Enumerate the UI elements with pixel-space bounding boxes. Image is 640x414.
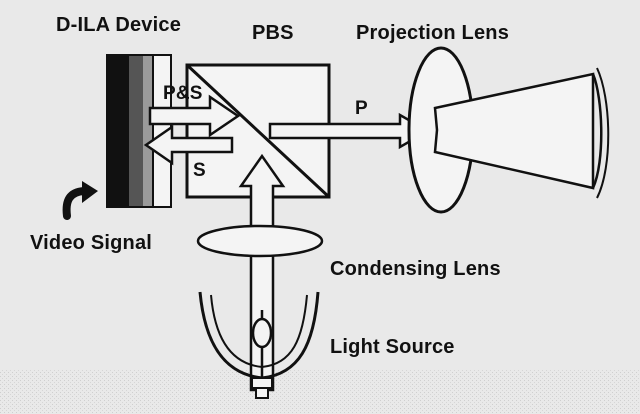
lamp-icon	[251, 310, 273, 399]
condensing-lens	[196, 224, 324, 258]
d-ila-device	[106, 54, 172, 208]
light-source-label: Light Source	[330, 336, 455, 358]
condensing-lens-label: Condensing Lens	[330, 258, 501, 280]
s-label: S	[193, 160, 206, 181]
p-label: P	[355, 98, 368, 119]
s-arrow	[143, 124, 234, 166]
ps-arrow	[148, 94, 241, 138]
ps-label: P&S	[163, 83, 203, 104]
projection-lens-label: Projection Lens	[356, 22, 510, 44]
video-signal-arrow-icon	[62, 181, 98, 220]
pbs-label: PBS	[252, 22, 294, 44]
light-arrow	[238, 153, 286, 392]
video-signal-label: Video Signal	[30, 232, 153, 254]
projected-beam	[433, 67, 610, 199]
device-label: D-ILA Device	[56, 14, 182, 36]
paper-texture	[0, 370, 640, 414]
